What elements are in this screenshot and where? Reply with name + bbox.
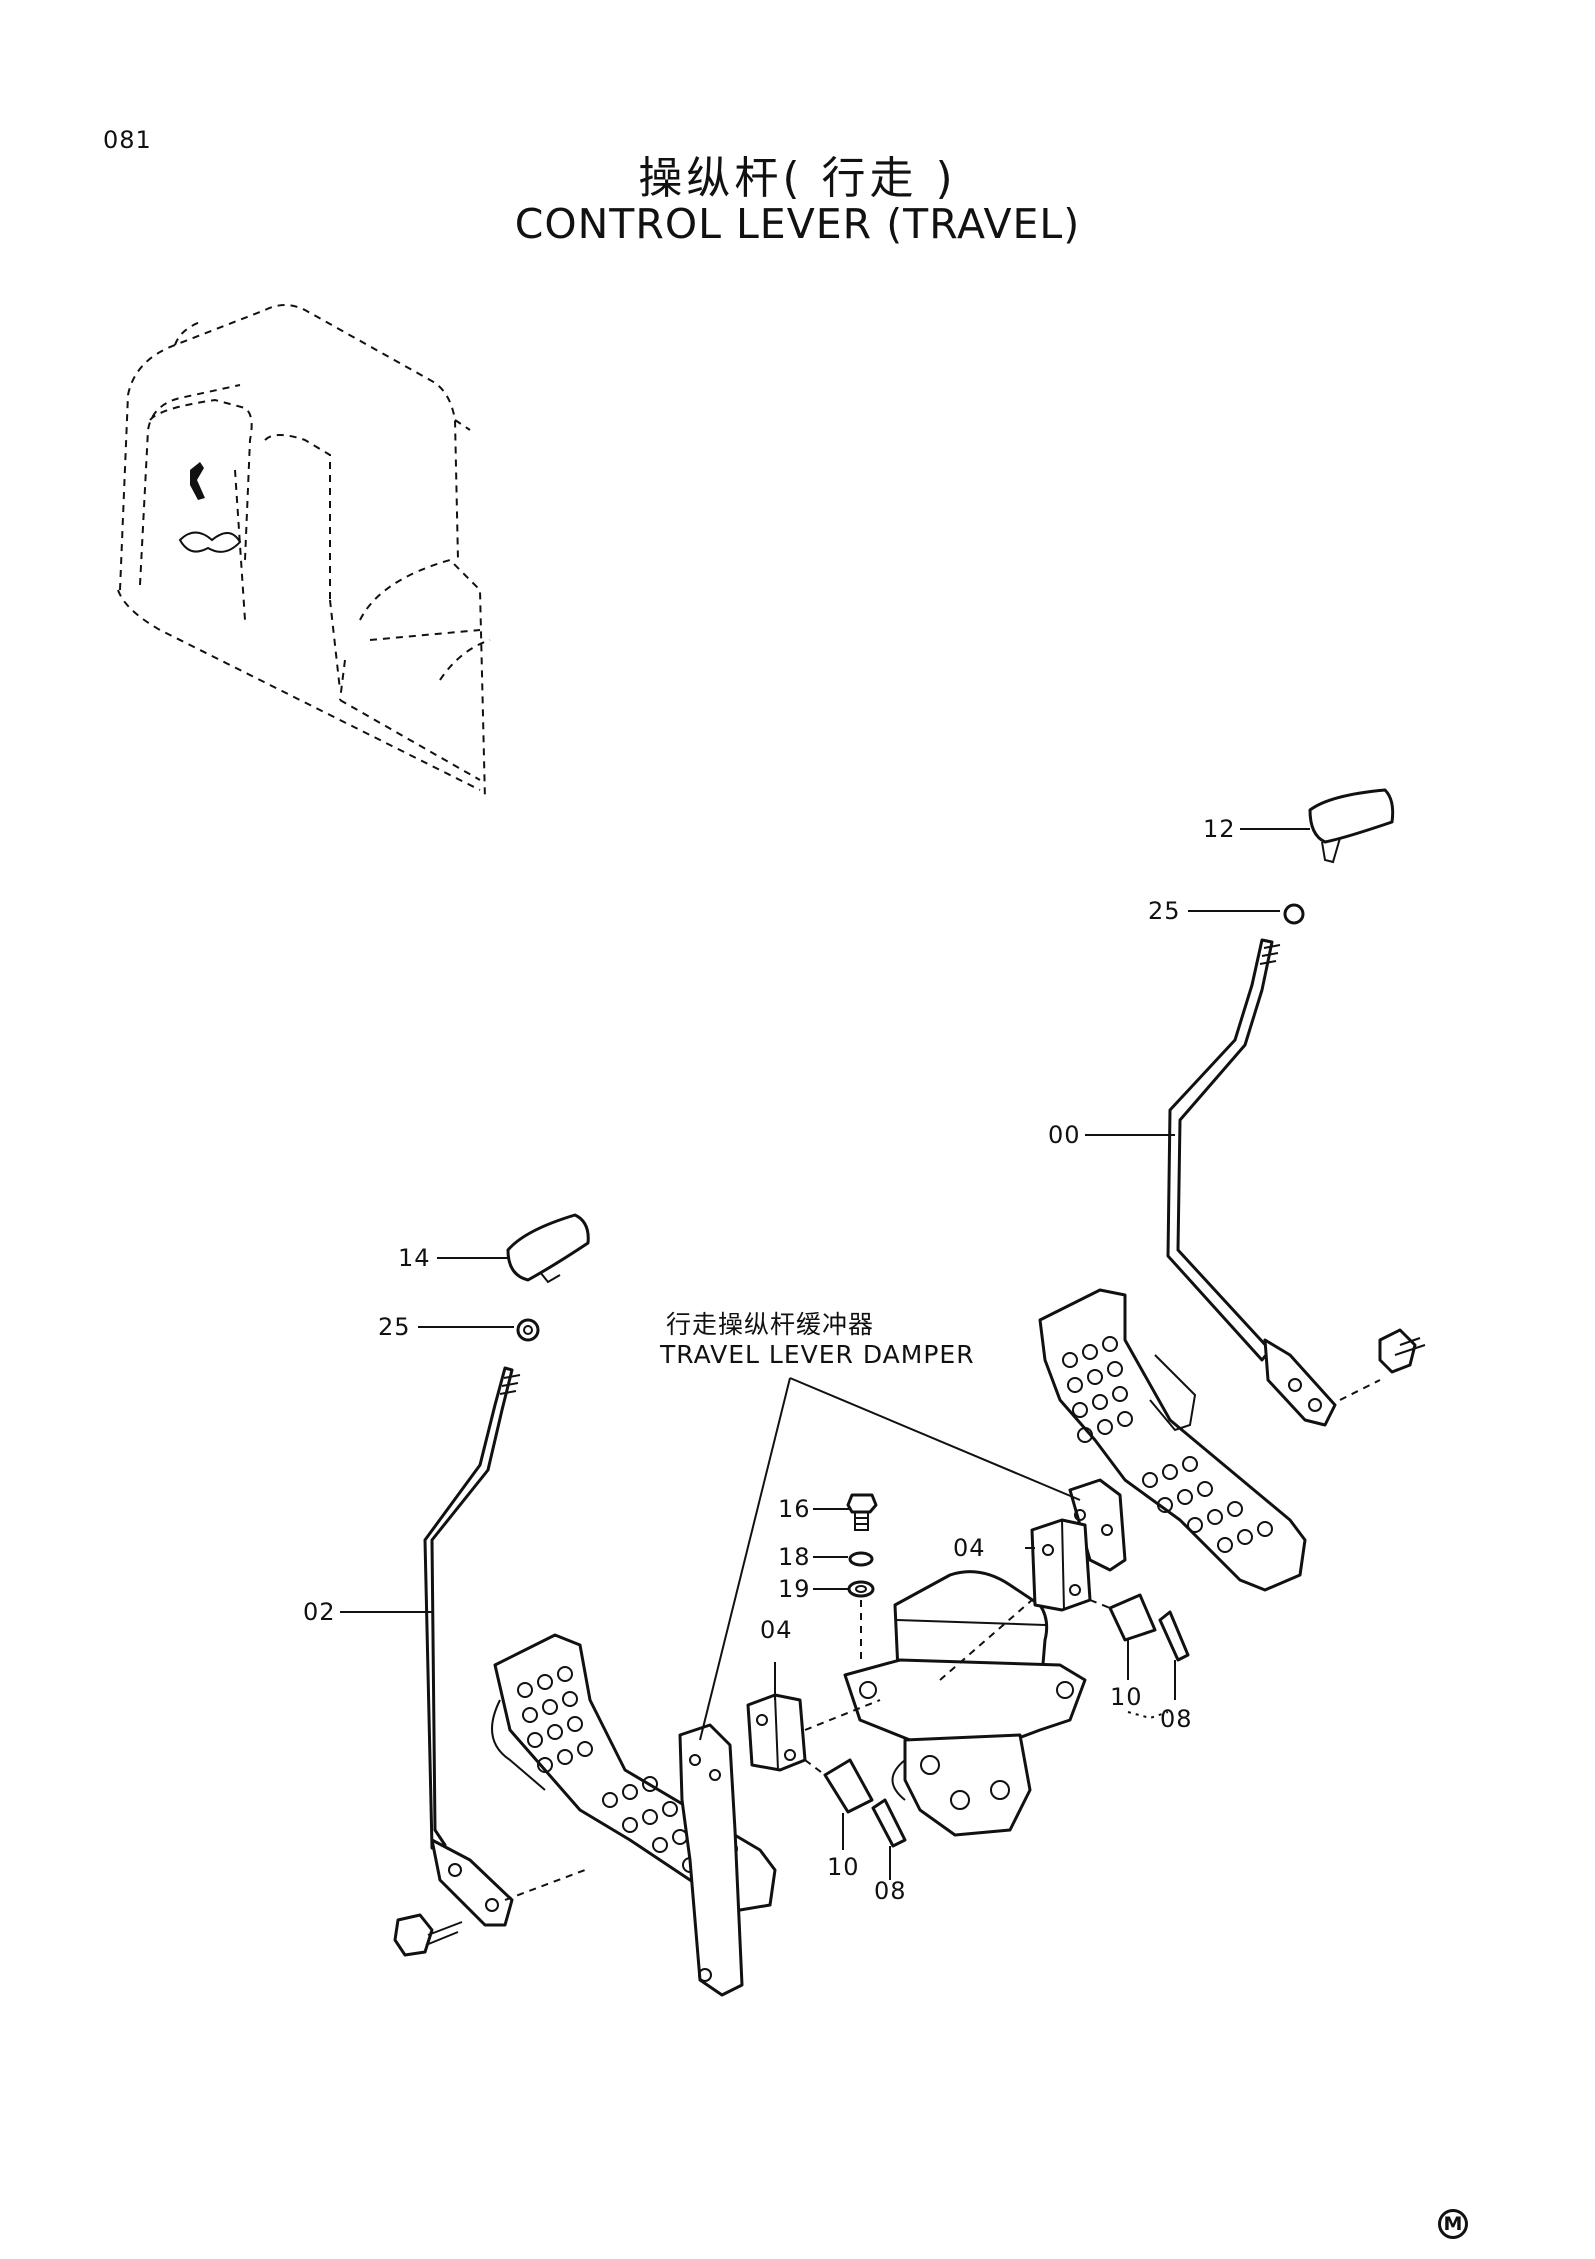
callout-18: 18	[778, 1543, 811, 1571]
callout-08-right: 08	[1160, 1705, 1193, 1733]
callout-00: 00	[1048, 1121, 1081, 1149]
callout-25-right: 25	[1148, 897, 1181, 925]
callout-12: 12	[1203, 815, 1236, 843]
damper-label-english: TRAVEL LEVER DAMPER	[660, 1340, 975, 1369]
callout-leaders	[340, 828, 1310, 1880]
callout-25-left: 25	[378, 1313, 411, 1341]
callout-14: 14	[398, 1244, 431, 1272]
callout-10-left: 10	[827, 1853, 860, 1881]
page-number: 081	[103, 126, 152, 154]
pins	[804, 1593, 1190, 1848]
callout-02: 02	[303, 1598, 336, 1626]
damper-leader-right	[789, 1377, 1081, 1501]
callout-04-left: 04	[760, 1616, 793, 1644]
callout-19: 19	[778, 1575, 811, 1603]
right-travel-lever	[1166, 788, 1426, 1427]
callout-08-left: 08	[874, 1877, 907, 1905]
damper-leader-left	[699, 1377, 791, 1741]
right-pedal-grip-holes	[1062, 1336, 1273, 1553]
callout-16: 16	[778, 1495, 811, 1523]
right-pedal	[1038, 1288, 1307, 1592]
damper-body	[843, 1570, 1087, 1837]
damper-label-chinese: 行走操纵杆缓冲器	[666, 1310, 875, 1339]
damper-hardware	[846, 1493, 878, 1660]
left-travel-lever	[393, 1213, 590, 1957]
excavator-cab-illustration	[117, 304, 491, 801]
left-pedal	[491, 1633, 777, 1997]
title-chinese: 操纵杆( 行走 )	[638, 153, 957, 204]
callout-04-right: 04	[953, 1534, 986, 1562]
title-english: CONTROL LEVER (TRAVEL)	[514, 200, 1081, 248]
corner-mark-m: M	[1438, 2209, 1468, 2239]
callout-10-right: 10	[1110, 1683, 1143, 1711]
